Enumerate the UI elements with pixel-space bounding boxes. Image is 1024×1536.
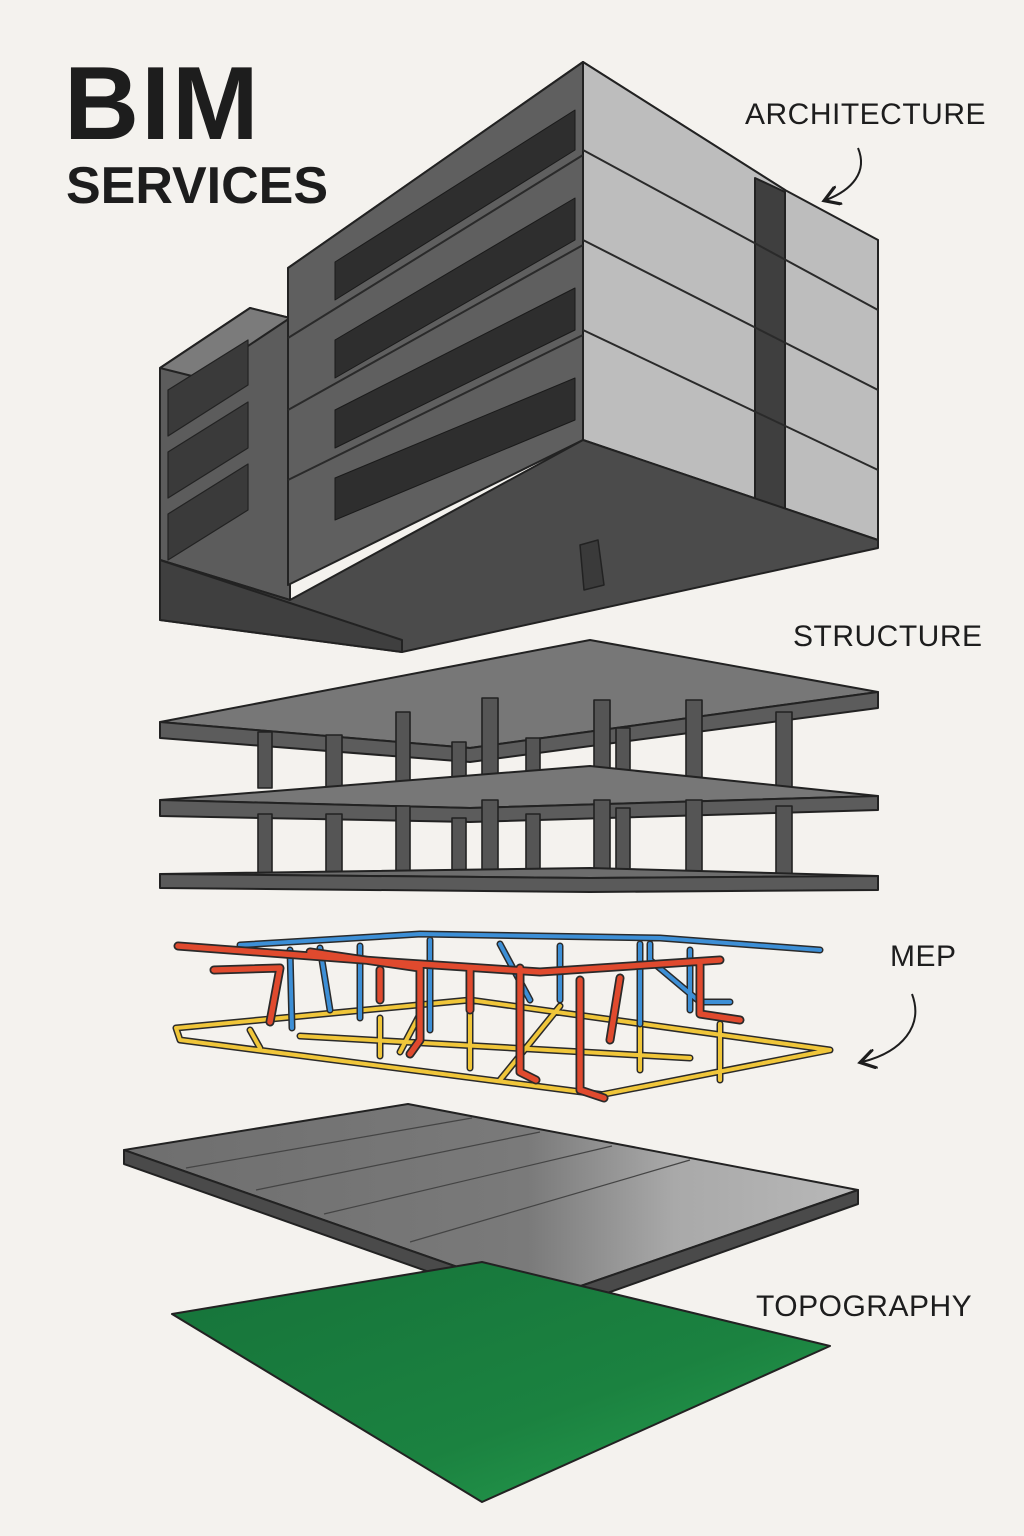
topography-surface bbox=[171, 1261, 831, 1503]
structure-bottom-slab-edge bbox=[159, 873, 879, 893]
left-face-windows bbox=[334, 109, 576, 521]
label-topography: TOPOGRAPHY bbox=[756, 1290, 973, 1323]
mep-systems bbox=[172, 930, 834, 1103]
back-block-windows bbox=[167, 339, 249, 561]
structure-frame bbox=[159, 639, 879, 893]
right-face-floor-lines bbox=[582, 149, 879, 471]
right-face-recess bbox=[754, 177, 786, 511]
label-mep: MEP bbox=[890, 940, 957, 973]
mep-red-pipes bbox=[175, 943, 743, 1101]
mep-yellow-ducts-fill bbox=[174, 998, 832, 1097]
foundation-slab-joints bbox=[185, 1117, 691, 1243]
architecture-building bbox=[159, 61, 879, 653]
structure-columns-lower bbox=[257, 799, 793, 875]
underside-column bbox=[579, 539, 605, 591]
title-main: BIM bbox=[64, 46, 261, 162]
title-sub: SERVICES bbox=[66, 157, 329, 215]
label-architecture: ARCHITECTURE bbox=[745, 98, 987, 131]
label-structure: STRUCTURE bbox=[793, 620, 983, 653]
left-face-floor-lines bbox=[287, 154, 584, 481]
topography-ground bbox=[171, 1261, 831, 1503]
mep-arrow bbox=[862, 993, 917, 1062]
building-base-edge bbox=[159, 559, 403, 653]
architecture-arrow bbox=[826, 147, 862, 200]
